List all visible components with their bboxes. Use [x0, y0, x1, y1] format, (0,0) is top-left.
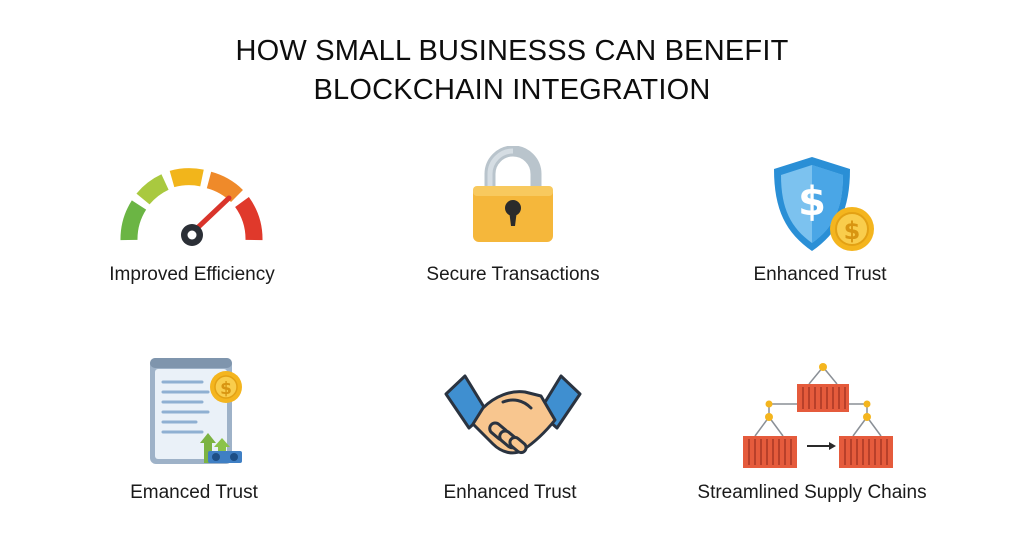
benefit-label: Secure Transactions	[426, 264, 600, 285]
benefit-label: Improved Efficiency	[109, 264, 275, 285]
page-title: HOW SMALL BUSINESSS CAN BENEFIT BLOCKCHA…	[0, 32, 1024, 110]
container-network-icon	[743, 363, 893, 468]
benefit-improved-efficiency: Improved Efficiency	[62, 150, 322, 290]
benefit-streamlined-supply-chains: Streamlined Supply Chains	[682, 355, 942, 505]
speedometer-icon	[120, 168, 263, 246]
benefit-secure-transactions: Secure Transactions	[383, 146, 643, 290]
title-line-2: BLOCKCHAIN INTEGRATION	[313, 74, 711, 106]
benefit-label: Streamlined Supply Chains	[697, 482, 927, 503]
document-dollar-icon: $	[150, 358, 242, 464]
benefit-enhanced-trust-shield: $ $ Enhanced Trust	[690, 150, 950, 290]
svg-text:$: $	[798, 179, 826, 225]
benefit-enhanced-trust-handshake: Enhanced Trust	[380, 360, 640, 505]
svg-text:$: $	[220, 379, 232, 399]
benefit-label: Emanced Trust	[130, 482, 258, 503]
handshake-icon	[444, 374, 582, 455]
padlock-icon	[473, 146, 553, 242]
benefit-emanced-trust-document: $ Emanced Trust	[64, 355, 324, 505]
benefit-label: Enhanced Trust	[753, 264, 887, 285]
title-line-1: HOW SMALL BUSINESSS CAN BENEFIT	[235, 35, 789, 67]
benefit-label: Enhanced Trust	[443, 482, 577, 503]
shield-dollar-icon: $ $	[774, 157, 874, 251]
svg-text:$: $	[844, 217, 861, 245]
